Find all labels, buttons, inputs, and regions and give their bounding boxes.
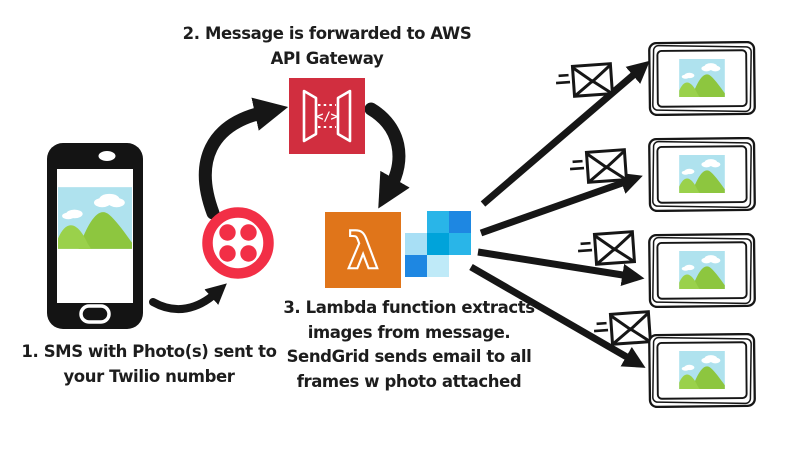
phone-home-button	[79, 304, 111, 324]
step1-line1: 1. SMS with Photo(s) sent to	[21, 342, 277, 361]
twilio-icon	[202, 207, 274, 279]
arrow-phone-to-twilio	[149, 283, 227, 313]
sendgrid-cell	[405, 255, 427, 277]
gateway-left-panel	[302, 89, 318, 143]
sendgrid-cell	[405, 233, 427, 255]
photo-frame-4	[648, 333, 756, 408]
photo-frame-2	[648, 137, 756, 212]
step2-label: 2. Message is forwarded to AWS API Gatew…	[160, 21, 494, 71]
aws-lambda-icon: λ	[325, 212, 401, 288]
arrow-twilio-to-apigateway	[198, 97, 289, 220]
twilio-dot	[219, 224, 236, 241]
step3-line3: SendGrid sends email to all	[286, 347, 532, 366]
sendgrid-cell	[427, 211, 449, 233]
twilio-dot	[219, 245, 236, 262]
step1-line2: your Twilio number	[63, 367, 235, 386]
email-envelope-icon	[556, 60, 614, 102]
twilio-dot	[240, 224, 257, 241]
step3-line2: images from message.	[307, 322, 511, 342]
photo-frame-3	[648, 233, 756, 308]
arrow-to-frame-3	[477, 248, 645, 287]
photo-frame-1	[648, 41, 756, 116]
code-glyph: </>	[316, 110, 338, 124]
twilio-dot	[240, 245, 257, 262]
phone-icon	[47, 143, 143, 329]
api-gateway-square	[289, 78, 365, 154]
arrow-to-frame-4	[469, 263, 646, 368]
step3-line4: frames w photo attached	[296, 371, 522, 391]
sendgrid-cell	[449, 233, 471, 255]
sendgrid-cell	[427, 255, 449, 277]
aws-api-gateway-icon: </>	[289, 78, 365, 154]
step2-line2: API Gateway	[270, 49, 384, 68]
sendgrid-cell	[427, 233, 449, 255]
lambda-square	[325, 212, 401, 288]
arrow-to-frame-2	[479, 172, 643, 237]
step3-line1: 3. Lambda function extracts	[283, 298, 535, 317]
sendgrid-icon	[405, 211, 471, 277]
gateway-right-panel	[336, 89, 352, 143]
email-envelope-icon	[578, 228, 636, 270]
phone-photo	[58, 187, 132, 249]
email-envelope-icon	[570, 146, 628, 188]
lambda-glyph: λ	[347, 222, 379, 280]
email-envelope-icon	[594, 308, 652, 350]
phone-camera-icon	[98, 151, 116, 161]
step3-label: 3. Lambda function extracts images from …	[283, 296, 535, 394]
sendgrid-cell	[449, 211, 471, 233]
step1-label: 1. SMS with Photo(s) sent to your Twilio…	[18, 339, 280, 389]
step2-line1: 2. Message is forwarded to AWS	[182, 24, 472, 43]
twilio-ring	[202, 207, 274, 279]
arrow-apigateway-to-lambda	[364, 102, 410, 209]
